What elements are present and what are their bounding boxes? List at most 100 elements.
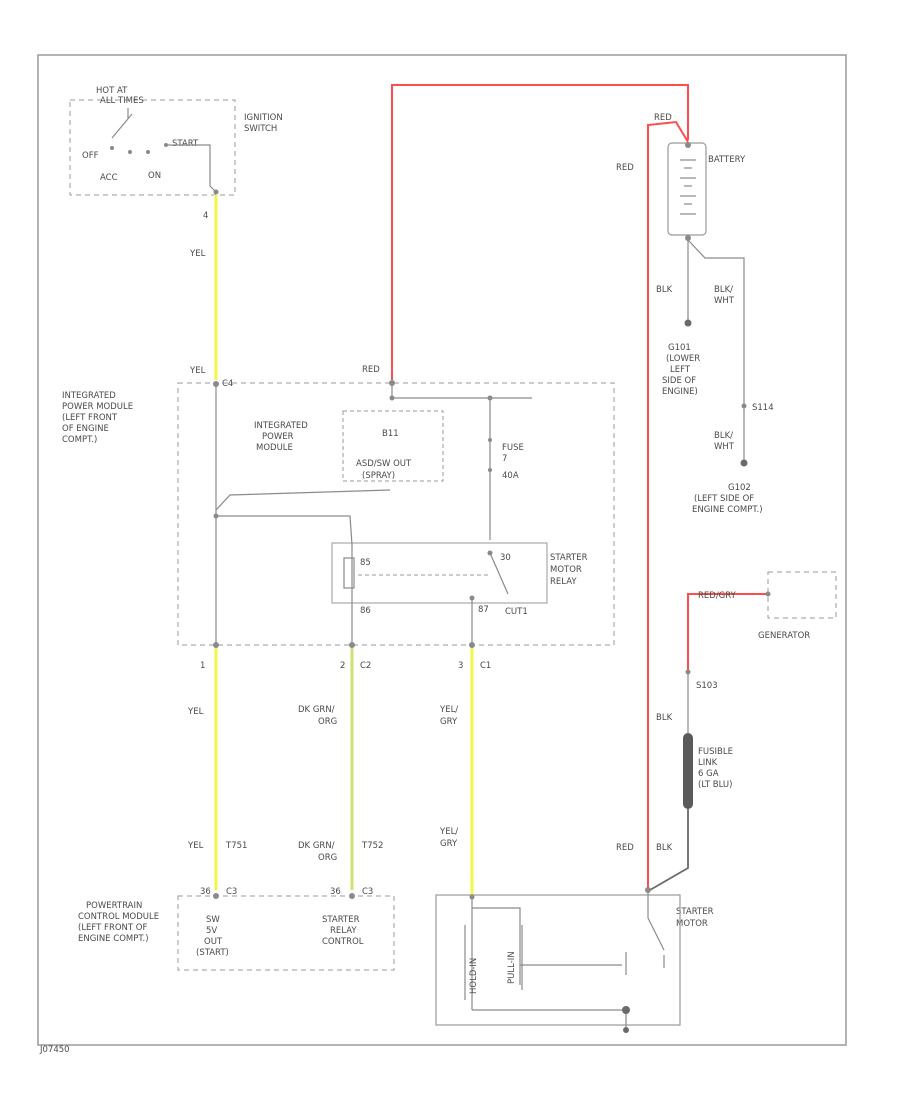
- pcm-conn-1: 36: [200, 887, 211, 897]
- w2-top-1: DK GRN/: [298, 705, 335, 715]
- pcm-name-1: POWERTRAIN: [86, 901, 142, 911]
- ipm-name-3: (LEFT FRONT: [62, 413, 118, 423]
- relay-name-1: STARTER: [550, 553, 588, 563]
- ign-wire-label: YEL: [189, 249, 206, 259]
- ipm-name-1: INTEGRATED: [62, 391, 116, 401]
- ipm-batt-wire: RED: [362, 365, 380, 375]
- ipm-pin-1: 1: [200, 661, 205, 671]
- relay-name-2: MOTOR: [550, 565, 582, 575]
- relay-nc: CUT1: [505, 607, 528, 617]
- battery-name: BATTERY: [708, 155, 746, 165]
- battery-blk2-1: BLK/: [714, 285, 733, 295]
- ign-name-1: IGNITION: [244, 113, 283, 123]
- wire-red-starter: [647, 120, 689, 890]
- g102-1: G102: [728, 483, 751, 493]
- w1-top: YEL: [187, 707, 204, 717]
- g101-3: LEFT: [670, 365, 691, 375]
- wire-ign-yel: YEL YEL: [189, 195, 218, 380]
- pcm-name-3: (LEFT FRONT OF: [78, 923, 147, 933]
- battery: BATTERY RED RED BLK BLK/ WHT G101 (LOWER…: [616, 113, 774, 515]
- generator-name: GENERATOR: [758, 631, 810, 641]
- ipm-chip: B11: [382, 429, 399, 439]
- g101-5: ENGINE): [662, 387, 698, 397]
- diagram-code: J07450: [39, 1045, 70, 1055]
- ipm-inner-2: POWER: [262, 432, 294, 442]
- s114: S114: [752, 403, 774, 413]
- integrated-power-module: INTEGRATED POWER MODULE (LEFT FRONT OF E…: [62, 379, 615, 671]
- pcm-right-3: CONTROL: [322, 937, 364, 947]
- ipm-c2: C2: [360, 661, 371, 671]
- w3-top-1: YEL/: [439, 705, 458, 715]
- ign-name-2: SWITCH: [244, 124, 277, 134]
- ignition-switch: HOT AT ALL TIMES IGNITION SWITCH OFF STA…: [69, 86, 283, 221]
- pcm-name-2: CONTROL MODULE: [78, 912, 159, 922]
- battery-blk2-2: WHT: [714, 296, 735, 306]
- w2-bot-id: T752: [361, 841, 383, 851]
- ipm-name-4: OF ENGINE: [62, 424, 109, 434]
- wire-red-battery: RED: [362, 84, 689, 380]
- starter-name-2: MOTOR: [676, 919, 708, 929]
- pcm-left-2: 5V: [206, 926, 217, 936]
- blk3-2: WHT: [714, 442, 735, 452]
- w1-bot: YEL: [187, 841, 204, 851]
- generator: GENERATOR RED/GRY S103 BLK FUSIBLE LINK …: [649, 571, 837, 891]
- g102-2: (LEFT SIDE OF: [694, 494, 754, 504]
- relay-p30: 30: [500, 553, 511, 563]
- splice-s103: S103: [696, 681, 718, 691]
- battery-red-left: RED: [616, 163, 634, 173]
- g101-1: G101: [668, 343, 691, 353]
- pcm-right-1: STARTER: [322, 915, 360, 925]
- pcm-right-2: RELAY: [330, 926, 357, 936]
- relay-p86: 86: [360, 606, 371, 616]
- fusible-link-1: FUSIBLE: [698, 747, 733, 757]
- ign-hot-note-2: ALL TIMES: [100, 96, 144, 106]
- fuse-label-2: 7: [502, 454, 507, 464]
- w2-bot-1: DK GRN/: [298, 841, 335, 851]
- powertrain-control-module: 36 C3 36 C3 POWERTRAIN CONTROL MODULE (L…: [78, 887, 395, 971]
- ipm-name-2: POWER MODULE: [62, 402, 133, 412]
- ipm-in-conn: C4: [222, 379, 233, 389]
- relay-p87: 87: [478, 605, 489, 615]
- pcm-name-4: ENGINE COMPT.): [78, 934, 149, 944]
- ipm-pin-2: 2: [340, 661, 345, 671]
- w1-bot-id: T751: [225, 841, 247, 851]
- ipm-inner-1: INTEGRATED: [254, 421, 308, 431]
- relay-name-3: RELAY: [550, 577, 577, 587]
- pcm-conn-1b: C3: [226, 887, 237, 897]
- g101-2: (LOWER: [666, 354, 700, 364]
- g102-3: ENGINE COMPT.): [692, 505, 763, 515]
- fusible-link-4: (LT BLU): [698, 780, 732, 790]
- g101-4: SIDE OF: [662, 376, 696, 386]
- fuse-label-3: 40A: [502, 471, 519, 481]
- pcm-conn-2: 36: [330, 887, 341, 897]
- pcm-conn-2b: C3: [362, 887, 373, 897]
- starter-motor: RED BLK STARTER MOTOR HOLD-IN PULL-IN: [435, 843, 714, 1033]
- diagram-frame: [37, 54, 847, 1046]
- gen-wire-blk: BLK: [656, 713, 673, 723]
- generator-wire: RED/GRY: [698, 591, 737, 601]
- pcm-left-3: OUT: [204, 937, 223, 947]
- ipm-chip-out-2: (SPRAY): [362, 471, 395, 481]
- w2-top-2: ORG: [318, 717, 337, 727]
- ign-acc: ACC: [100, 173, 118, 183]
- fuse-label-1: FUSE: [502, 443, 524, 453]
- starter-red: RED: [616, 843, 634, 853]
- ign-hot-note-1: HOT AT: [96, 86, 128, 96]
- battery-blk: BLK: [656, 285, 673, 295]
- starter-name-1: STARTER: [676, 907, 714, 917]
- w3-top-2: GRY: [440, 717, 458, 727]
- fusible-link-2: LINK: [698, 758, 718, 768]
- ipm-inner-3: MODULE: [256, 443, 293, 453]
- w3-bot-1: YEL/: [439, 827, 458, 837]
- pcm-left-4: (START): [196, 948, 229, 958]
- pcm-left-1: SW: [206, 915, 220, 925]
- ign-pin: 4: [203, 211, 208, 221]
- ipm-c1: C1: [480, 661, 491, 671]
- ign-start: START: [172, 139, 199, 149]
- blk3-1: BLK/: [714, 431, 733, 441]
- ipm-chip-out-1: ASD/SW OUT: [356, 459, 412, 469]
- ipm-pin-3: 3: [458, 661, 463, 671]
- ign-on: ON: [148, 171, 161, 181]
- w2-bot-2: ORG: [318, 853, 337, 863]
